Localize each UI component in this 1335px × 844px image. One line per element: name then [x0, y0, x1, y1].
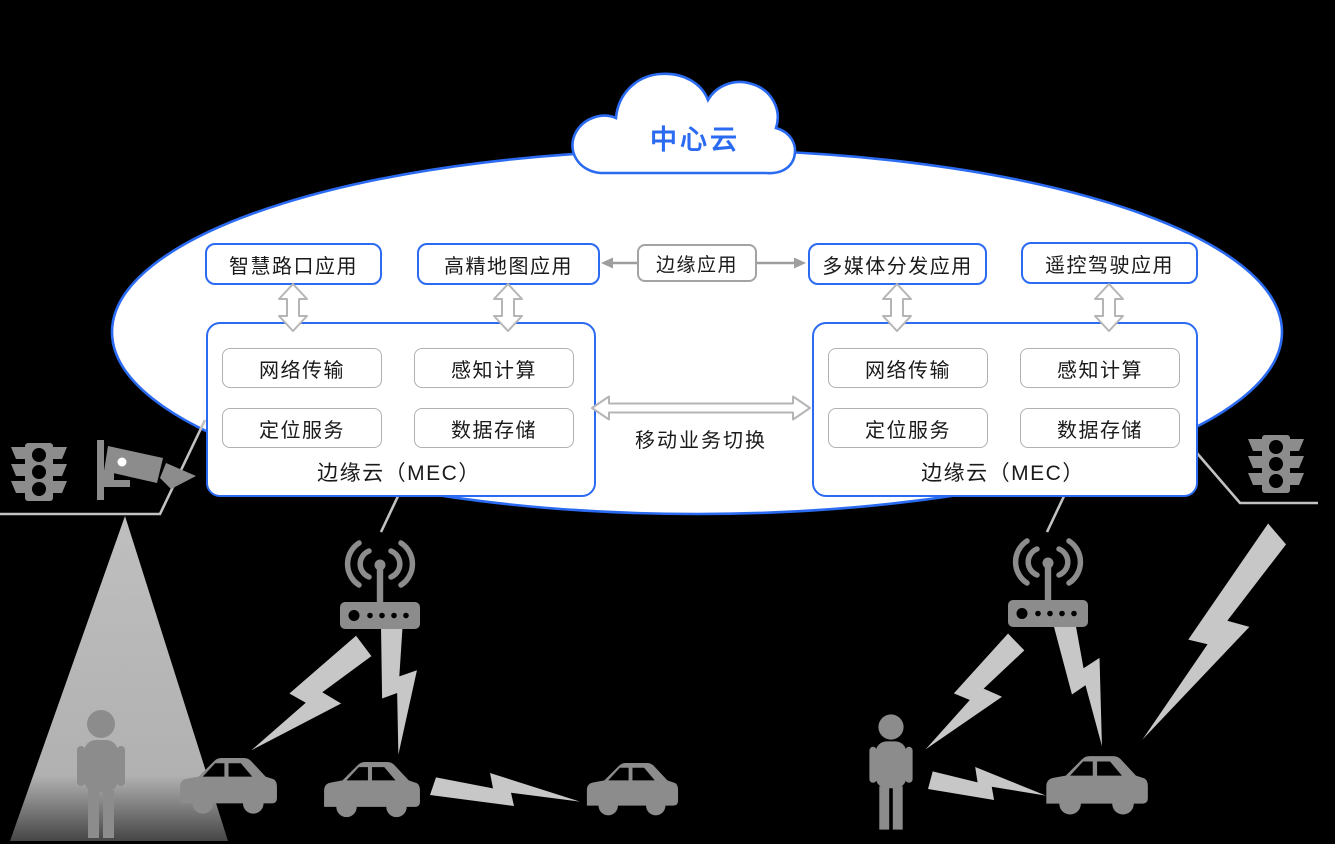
service-box-perception-computing: 感知计算: [1020, 348, 1180, 388]
cloud-icon: [571, 72, 797, 175]
service-box-data-storage: 数据存储: [1020, 408, 1180, 448]
lightning-bolt-icon: [246, 626, 381, 776]
app-box-smart-intersection: 智慧路口应用: [205, 243, 382, 285]
central-cloud-label: 中心云: [650, 125, 740, 155]
service-label: 数据存储: [1057, 419, 1143, 442]
mec-left-caption: 边缘云（MEC）: [317, 462, 481, 485]
lightning-bolt-icon: [368, 618, 433, 756]
app-label: 智慧路口应用: [229, 255, 358, 278]
service-box-positioning-service: 定位服务: [222, 408, 382, 448]
app-box-remote-driving: 遥控驾驶应用: [1021, 242, 1198, 284]
lightning-bolt-icon: [920, 626, 1033, 769]
app-box-multimedia-distribution: 多媒体分发应用: [808, 243, 987, 285]
traffic-light-icon: [1248, 435, 1304, 493]
service-box-positioning-service: 定位服务: [828, 408, 988, 448]
base-station-icon: [340, 543, 420, 629]
edge-app-box: 边缘应用: [637, 244, 757, 282]
service-label: 感知计算: [451, 359, 537, 382]
pedestrian-icon: [869, 714, 913, 830]
right-mec-basestation-line: [1045, 493, 1067, 533]
app-label: 遥控驾驶应用: [1045, 254, 1174, 277]
car-icon: [324, 762, 420, 818]
service-label: 定位服务: [259, 419, 345, 442]
service-label: 网络传输: [259, 359, 345, 382]
camera-view-beam: [10, 516, 228, 841]
lightning-bolt-icon: [1040, 608, 1134, 749]
service-label: 定位服务: [865, 419, 951, 442]
base-station-icon: [1008, 541, 1088, 627]
car-icon: [1046, 756, 1148, 815]
traffic-light-icon: [11, 443, 67, 501]
service-box-perception-computing: 感知计算: [414, 348, 574, 388]
lightning-bolt-icon: [928, 767, 1046, 800]
lightning-bolt-icon: [1136, 516, 1297, 760]
car-icon: [586, 762, 679, 816]
service-label: 网络传输: [865, 359, 951, 382]
service-box-data-storage: 数据存储: [414, 408, 574, 448]
app-label: 多媒体分发应用: [822, 255, 973, 278]
edge-app-label: 边缘应用: [655, 254, 738, 276]
service-box-network-transmission: 网络传输: [828, 348, 988, 388]
app-label: 高精地图应用: [444, 255, 573, 278]
left-roadside-connector-line: [0, 419, 207, 516]
mec-right-caption: 边缘云（MEC）: [921, 462, 1085, 485]
app-box-hd-map: 高精地图应用: [417, 243, 600, 285]
cctv-camera-icon: [97, 440, 196, 500]
service-box-network-transmission: 网络传输: [222, 348, 382, 388]
service-label: 感知计算: [1057, 359, 1143, 382]
service-label: 数据存储: [451, 419, 537, 442]
mobile-service-handover-label: 移动业务切换: [635, 430, 767, 452]
right-roadside-connector-line: [1195, 451, 1318, 505]
lightning-bolt-icon: [430, 773, 580, 806]
left-mec-basestation-line: [379, 493, 401, 533]
